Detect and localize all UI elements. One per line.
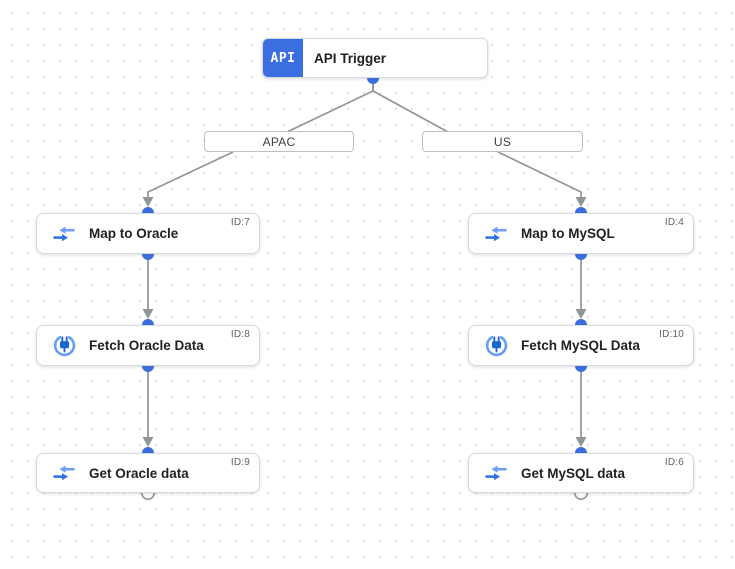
node-label: Get Oracle data: [89, 465, 189, 481]
arrow-down-icon: [142, 437, 154, 447]
edge-apac-map-oracle: [147, 151, 234, 198]
node-map-to-oracle[interactable]: Map to Oracle ID:7: [36, 213, 260, 254]
arrow-down-icon: [142, 197, 154, 207]
node-id-badge: ID:8: [230, 329, 250, 340]
edge-label-us[interactable]: US: [422, 131, 583, 152]
arrow-down-icon: [575, 437, 587, 447]
node-fetch-oracle-data[interactable]: Fetch Oracle Data ID:8: [36, 325, 260, 366]
node-id-badge: ID:6: [664, 457, 684, 468]
connectors-icon: [483, 333, 509, 358]
edge-us-map-mysql: [497, 151, 582, 198]
edge-label-text: US: [493, 134, 512, 149]
node-id-badge: ID:7: [230, 217, 250, 228]
data-mapping-icon: [483, 226, 509, 242]
node-map-to-mysql[interactable]: Map to MySQL ID:4: [468, 213, 694, 254]
data-mapping-icon: [483, 465, 509, 481]
node-label: Get MySQL data: [521, 465, 626, 481]
node-fetch-mysql-data[interactable]: Fetch MySQL Data ID:10: [468, 325, 694, 366]
node-id-badge: ID:4: [664, 217, 684, 228]
arrow-down-icon: [575, 309, 587, 319]
node-get-mysql-data[interactable]: Get MySQL data ID:6: [468, 453, 694, 493]
node-label: Map to MySQL: [521, 226, 615, 241]
api-trigger-icon: API: [263, 39, 303, 77]
data-mapping-icon: [51, 465, 77, 481]
node-label: Map to Oracle: [89, 226, 179, 241]
node-get-oracle-data[interactable]: Get Oracle data ID:9: [36, 453, 260, 493]
node-id-badge: ID:10: [659, 329, 684, 340]
edge-trigger-us: [372, 80, 449, 133]
edge-trigger-apac: [286, 80, 374, 133]
arrow-down-icon: [575, 197, 587, 207]
arrow-down-icon: [142, 309, 154, 319]
node-label: Fetch MySQL Data: [521, 338, 641, 353]
node-label: Fetch Oracle Data: [89, 338, 204, 353]
data-mapping-icon: [51, 226, 77, 242]
node-label: API Trigger: [314, 50, 387, 66]
edge-label-apac[interactable]: APAC: [204, 131, 354, 152]
connectors-icon: [51, 333, 77, 358]
edge-label-text: APAC: [262, 134, 296, 149]
node-id-badge: ID:9: [230, 457, 250, 468]
node-api-trigger[interactable]: API API Trigger: [262, 38, 488, 78]
